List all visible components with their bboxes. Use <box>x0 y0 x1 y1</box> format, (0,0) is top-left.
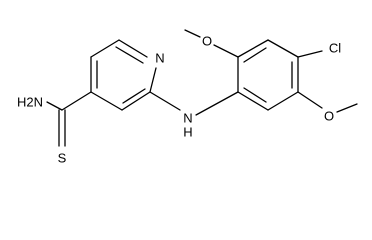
atom-label-oxygen-upper: O <box>202 34 212 49</box>
atom-label-nh2: H2N <box>17 95 43 110</box>
methoxy-upper <box>184 29 239 58</box>
bond <box>237 91 269 111</box>
bond <box>195 91 239 116</box>
atom-label-ring-n: N <box>155 51 164 66</box>
chloro-substituent <box>297 50 323 58</box>
bond <box>122 88 146 104</box>
atom-label-sulfur: S <box>58 151 67 166</box>
atom-label-amine-n: N <box>183 111 192 126</box>
bond <box>46 101 63 111</box>
bond <box>61 91 92 111</box>
bond <box>297 91 323 109</box>
amine-linker <box>149 91 239 116</box>
bond <box>213 44 239 58</box>
bond <box>90 39 120 58</box>
bond <box>90 91 123 111</box>
bond <box>121 91 151 111</box>
bond <box>149 67 157 93</box>
thioamide-group <box>46 91 92 147</box>
methoxy-lower <box>297 91 358 113</box>
bond <box>237 39 269 58</box>
bond <box>297 50 323 58</box>
bond <box>149 91 181 111</box>
molecule-structure: N N H H2N S O Cl O <box>17 29 358 166</box>
bond <box>115 46 144 64</box>
bond <box>267 39 299 58</box>
bond <box>184 29 201 38</box>
bond <box>243 47 267 63</box>
atom-label-oxygen-lower: O <box>324 109 334 124</box>
atom-label-amine-h: H <box>183 125 192 140</box>
benzene-ring <box>237 39 299 111</box>
atom-label-chlorine: Cl <box>329 41 341 56</box>
bond <box>336 103 358 113</box>
bond <box>118 39 148 58</box>
pyridine-ring <box>90 39 157 111</box>
bond <box>243 87 267 103</box>
bond <box>267 91 299 111</box>
